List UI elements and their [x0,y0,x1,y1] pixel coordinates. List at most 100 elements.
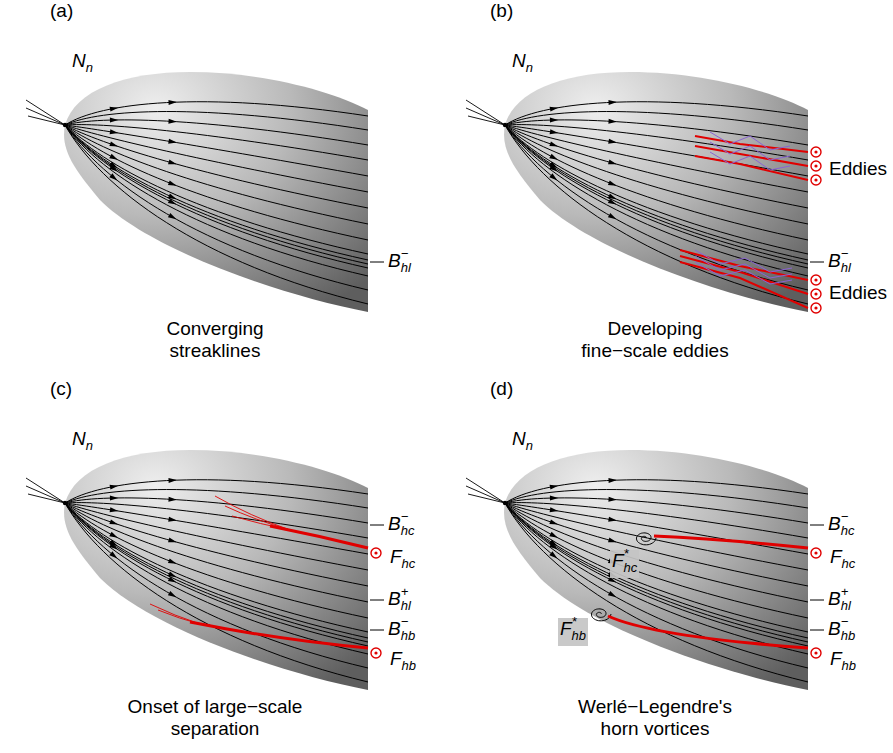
symbol-base: N [512,50,526,71]
eddy-trace [695,250,792,272]
vortex-symbol [811,648,821,658]
arrowhead [549,519,558,524]
streakline [65,503,368,618]
vortex-dot [814,306,817,309]
arrowhead [608,100,616,105]
vortex-symbol [811,161,821,171]
index-group: n [86,50,93,74]
arrowhead [550,507,559,512]
streakline [65,503,368,538]
vortex-symbol [811,303,821,313]
symbol-label: Fhb* [558,618,588,646]
subscript: n [86,60,93,75]
body-surface [504,450,808,690]
streakline [65,490,368,508]
streakline [65,125,368,192]
index-group: hl+ [841,588,851,612]
streakline [505,112,808,130]
streakline [65,125,368,160]
focus-spiral [637,533,657,545]
vortex-dot [374,651,377,654]
nodal-point [63,501,67,505]
subscript: hc [401,523,415,538]
arrowhead [549,154,558,160]
streakline [505,503,808,632]
symbol-label: Bhc− [388,513,414,537]
streakline [505,125,808,160]
nodal-point [63,123,67,127]
superscript: * [572,611,577,633]
arrowhead [608,591,617,597]
separation-line [190,622,368,648]
arrowhead [168,160,177,165]
superscript: − [841,243,849,265]
arrowhead [109,173,117,180]
streakline [65,503,368,654]
arrowhead [608,213,617,219]
eddy-line [680,256,808,294]
arrowhead [549,551,557,558]
symbol-label: Bhl+ [388,588,411,612]
arrowhead [110,118,118,123]
arrowhead [168,538,177,543]
arrowhead [550,485,559,490]
symbol-label: Fhc* [610,550,639,578]
streakline [505,125,808,192]
symbol-base: B [388,513,401,534]
arrowhead [168,139,177,144]
panel-label: Eddies [829,282,887,304]
subscript: hb [402,658,416,673]
streakline [505,125,808,254]
arrowhead [110,496,118,501]
streakline [505,125,808,264]
vortex-symbol [811,147,821,157]
incoming-lines [26,478,65,503]
streakline [505,503,808,570]
leader-dash [370,525,384,526]
panel [26,72,368,312]
panel [26,450,381,690]
eddy-trace [695,256,792,278]
symbol-label: Nn [512,50,533,74]
index-group: hc [402,546,416,570]
arrowhead [109,532,118,538]
vortex-dot [814,292,817,295]
streakline [65,125,368,290]
eddy-trace [710,142,790,160]
subscript: hl [841,598,851,613]
arrowhead [608,160,617,165]
symbol-label: Fhb [830,648,856,672]
streakline [505,125,808,290]
symbol-base: B [828,618,841,639]
streakline [505,125,808,240]
arrowhead [608,478,616,483]
arrowhead [168,119,177,124]
eddy-line [680,262,808,308]
streakline [65,125,368,268]
arrowhead [168,497,177,502]
vortex-dot [814,164,817,167]
symbol-base: F [390,546,402,567]
arrowhead [110,107,119,112]
symbol-label: Fhc [830,546,855,570]
superscript: − [841,506,849,528]
symbol-label: Nn [72,50,93,74]
symbol-base: N [72,50,86,71]
eddy-trace [695,262,792,284]
panel-caption: Werlé−Legendre's horn vortices [565,696,745,740]
nodal-point [503,501,507,505]
streakline [65,503,368,668]
index-group: hl+ [401,588,411,612]
streakline [65,503,368,642]
vortex-symbol [371,648,381,658]
index-group: hc− [401,513,415,537]
arrowhead [550,118,558,123]
index-group: hb− [401,618,415,642]
superscript: − [401,243,409,265]
streakline-group [65,478,368,682]
arrowhead [110,129,119,134]
streakline [65,125,368,276]
symbol-label: Nn [512,428,533,452]
subscript: n [86,438,93,453]
leader-dash [810,630,824,631]
